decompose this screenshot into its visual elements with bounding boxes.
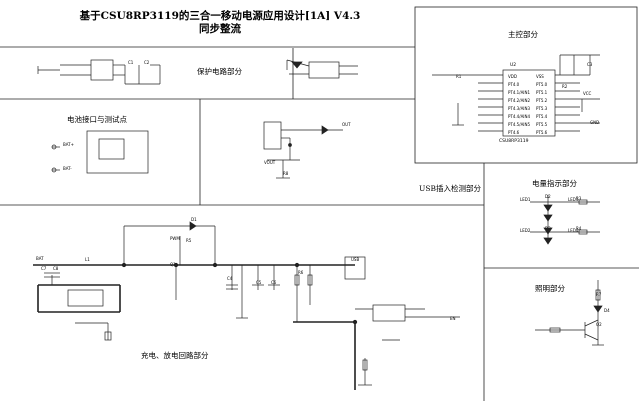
section-label-charge-discharge: 充电、放电回路部分 — [141, 351, 209, 360]
mcu-block — [432, 54, 600, 137]
part-label-c1: C1 — [128, 60, 134, 65]
power-indicator-leds — [530, 195, 600, 245]
part-label-r4: R4 — [576, 226, 582, 231]
section-label-battery-interface: 电池接口与测试点 — [67, 115, 127, 124]
mcu-pin-left-7: PT4.5/AIN5 — [508, 122, 531, 127]
mcu-designator: U2 — [510, 63, 517, 68]
net-label-led2: LED2 — [520, 228, 531, 233]
mcu-pin-right-8: PT5.6 — [536, 130, 548, 135]
mcu-pin-right-7: PT5.5 — [536, 122, 548, 127]
net-label-out: OUT — [342, 122, 351, 127]
net-label-pwm: PWM — [170, 236, 180, 241]
section-label-main-control: 主控部分 — [508, 30, 538, 39]
part-label-c2: C2 — [144, 60, 150, 65]
mcu-pin-left-3: PT4.1/AIN1 — [508, 90, 531, 95]
part-label-c5: C5 — [256, 280, 262, 285]
part-label-r7: R7 — [596, 292, 602, 297]
protection-ic-1 — [37, 59, 161, 85]
mcu-pin-left-1: VDD — [508, 74, 517, 79]
mcu-pin-left-2: PT4.0 — [508, 82, 520, 87]
part-label-usb: USB — [351, 257, 360, 262]
part-label-c8: C8 — [53, 266, 59, 271]
part-label-r2: R2 — [562, 84, 568, 89]
net-label-led4: LED4 — [568, 228, 579, 233]
part-label-r1: R1 — [456, 74, 462, 79]
mcu-pin-right-1: VSS — [536, 74, 544, 79]
mcu-pin-right-5: PT5.3 — [536, 106, 548, 111]
section-label-power-indicator: 电量指示部分 — [532, 179, 577, 188]
part-label-q2: Q2 — [596, 322, 602, 327]
net-label-en: EN — [450, 316, 456, 321]
battery-interface-box — [51, 130, 149, 174]
part-label-r8: R8 — [283, 171, 289, 176]
mcu-pin-right-6: PT5.4 — [536, 114, 548, 119]
part-label-l1: L1 — [85, 257, 90, 262]
net-label-vcc: VCC — [583, 91, 592, 96]
section-label-protection: 保护电路部分 — [197, 67, 242, 76]
part-label-c7: C7 — [41, 266, 47, 271]
charge-discharge-power-path — [33, 264, 356, 390]
protection-ic-2 — [286, 59, 358, 79]
section-label-usb-detect: USB插入检测部分 — [419, 184, 481, 193]
mcu-part-label: CSU8RP3119 — [499, 139, 529, 144]
usb-detect-circuit — [263, 121, 343, 179]
part-label-d1: D1 — [191, 217, 197, 222]
net-label-vout: VOUT — [264, 160, 276, 165]
lighting-circuit — [535, 280, 604, 346]
net-label-bat-minus: BAT- — [63, 166, 72, 171]
part-label-r3: R3 — [576, 196, 582, 201]
title-line-1: 基于CSU8RP3119的三合一移动电源应用设计[1A] V4.3 — [79, 10, 361, 22]
part-label-r6: R6 — [298, 270, 304, 275]
part-label-c4: C4 — [227, 276, 233, 281]
mcu-pin-left-6: PT4.4/AIN4 — [508, 114, 531, 119]
net-label-bat: BAT — [36, 256, 44, 261]
part-label-r5: R5 — [186, 238, 192, 243]
net-label-led1: LED1 — [520, 197, 531, 202]
net-label-gnd: GND — [590, 120, 600, 125]
part-label-d4: D4 — [604, 308, 610, 313]
net-label-led3: LED3 — [568, 197, 579, 202]
main-control-frame — [414, 6, 638, 164]
mcu-pin-right-2: PT5.0 — [536, 82, 548, 87]
section-label-lighting: 照明部分 — [535, 284, 565, 293]
mcu-pin-right-4: PT5.2 — [536, 98, 548, 103]
page-title: 基于CSU8RP3119的三合一移动电源应用设计[1A] V4.3 同步整流 — [40, 10, 400, 36]
net-label-bat-plus: BAT+ — [63, 142, 74, 147]
mcu-pin-right-3: PT5.1 — [536, 90, 548, 95]
charge-discharge-circuit — [44, 221, 460, 386]
mcu-pin-left-4: PT4.2/AIN2 — [508, 98, 531, 103]
title-line-2: 同步整流 — [199, 23, 241, 35]
mcu-pin-left-5: PT4.3/AIN3 — [508, 106, 531, 111]
mcu-pin-left-8: PT4.6 — [508, 130, 520, 135]
